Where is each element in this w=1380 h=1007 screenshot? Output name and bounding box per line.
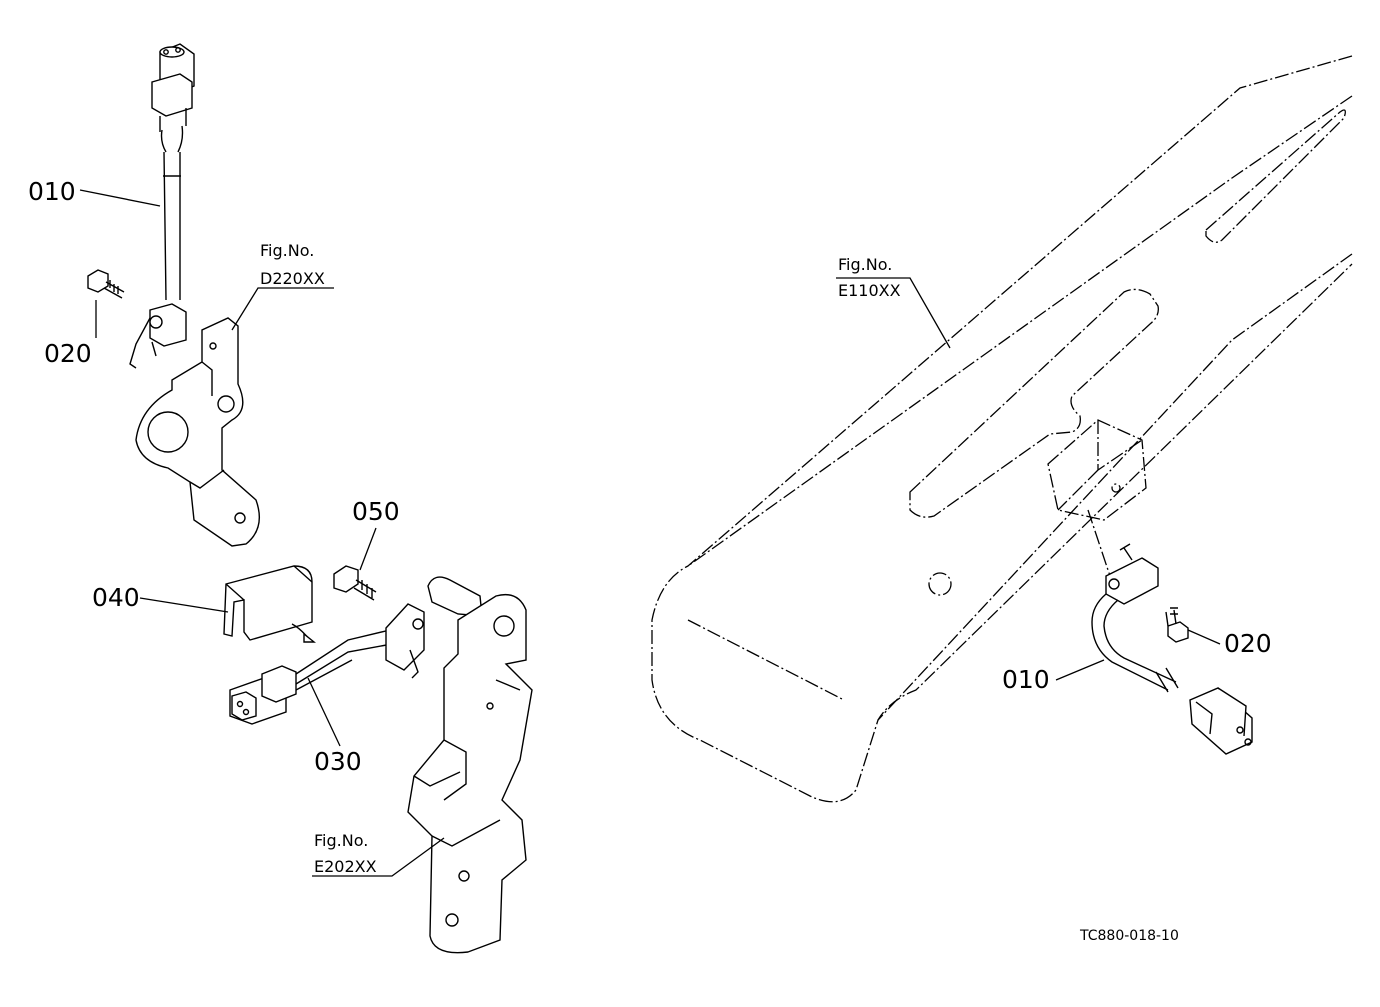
bracket-e202 (407, 576, 533, 954)
fig-ref-e202-line2: E202XX (314, 857, 377, 876)
left-screw-020 (87, 269, 125, 299)
callout-050: 050 (352, 497, 400, 526)
callout-right-020: 020 (1224, 629, 1272, 658)
fig-ref-d220-line2: D220XX (260, 269, 325, 288)
callout-right-010: 010 (1002, 665, 1050, 694)
callout-left-020: 020 (44, 339, 92, 368)
drawing-code: TC880-018-10 (1079, 928, 1179, 944)
leader-left-010 (79, 189, 161, 207)
leader-030 (307, 677, 341, 747)
callout-040: 040 (92, 583, 140, 612)
leader-right-010 (1055, 659, 1105, 681)
left-switch-harness-010 (129, 43, 195, 369)
plate-e110 (651, 55, 1353, 803)
callout-left-010: 010 (28, 177, 76, 206)
leader-050 (359, 527, 377, 571)
leader-right-020 (1187, 629, 1221, 645)
fig-ref-e202-line1: Fig.No. (314, 831, 368, 850)
leader-e110 (836, 277, 951, 349)
fig-ref-e110-line1: Fig.No. (838, 255, 892, 274)
leader-d220 (231, 287, 334, 331)
switch-harness-030 (229, 603, 425, 725)
bracket-d220 (135, 317, 260, 547)
fig-ref-d220-line1: Fig.No. (260, 241, 314, 260)
cover-040 (223, 565, 313, 641)
screw-050 (333, 565, 377, 601)
leader-040 (139, 597, 229, 613)
leader-e202 (312, 837, 445, 877)
install-arrow-head (303, 632, 316, 643)
fig-ref-e110-line2: E110XX (838, 281, 901, 300)
right-screw-020 (1165, 607, 1189, 643)
right-switch-harness-010 (1091, 543, 1253, 755)
callout-030: 030 (314, 747, 362, 776)
